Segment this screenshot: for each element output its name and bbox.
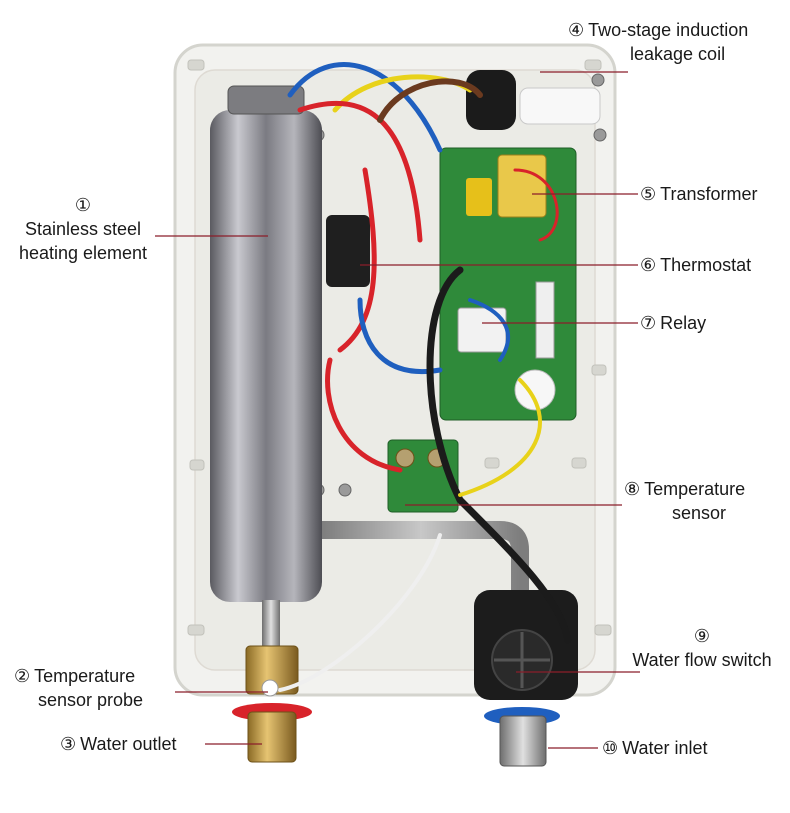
leakage-coil-block bbox=[519, 87, 601, 125]
inlet-thread bbox=[499, 715, 547, 767]
label-text-8b: sensor bbox=[672, 503, 727, 523]
leader-lines bbox=[155, 71, 640, 749]
heating-element-cylinder bbox=[210, 110, 322, 602]
label-number-5: ⑤ bbox=[640, 184, 657, 204]
label-text-7: Relay bbox=[660, 313, 707, 333]
label-water-flow-switch: ⑨ Water flow switch bbox=[620, 624, 784, 672]
label-number-9: ⑨ bbox=[693, 626, 711, 646]
mounting-holes bbox=[187, 59, 612, 636]
label-number-2: ② bbox=[14, 666, 31, 686]
outlet-thread bbox=[247, 711, 297, 763]
pcb-capacitor bbox=[466, 178, 492, 216]
connector-pipe bbox=[322, 521, 529, 590]
heating-element-stem bbox=[262, 600, 280, 652]
label-text-4a: Two-stage induction bbox=[588, 20, 749, 40]
label-text-2a: Temperature bbox=[34, 666, 136, 686]
label-number-8: ⑧ bbox=[624, 479, 641, 499]
temperature-probe-head bbox=[261, 679, 279, 697]
label-text-8a: Temperature bbox=[644, 479, 746, 499]
label-number-3: ③ bbox=[60, 734, 77, 754]
pcb-sensor-bulb bbox=[514, 369, 556, 411]
label-number-10: ⑩ bbox=[602, 738, 619, 758]
label-text-9: Water flow switch bbox=[632, 650, 772, 670]
thermostat-block bbox=[326, 215, 370, 287]
label-number-4: ④ bbox=[568, 20, 585, 40]
wiring bbox=[278, 62, 572, 692]
label-text-6: Thermostat bbox=[660, 255, 752, 275]
transformer-block bbox=[497, 154, 547, 218]
label-number-7: ⑦ bbox=[640, 313, 657, 333]
pcb-connector-strip bbox=[535, 281, 555, 359]
label-number-6: ⑥ bbox=[640, 255, 657, 275]
label-stainless-heating-element: ① Stainless steel heating element bbox=[8, 193, 158, 265]
label-text-2b: sensor probe bbox=[38, 690, 144, 710]
label-text-3: Water outlet bbox=[80, 734, 177, 754]
heating-element-cap bbox=[227, 85, 305, 115]
leakage-coil-ring bbox=[466, 70, 516, 130]
label-text-1b: heating element bbox=[18, 243, 148, 263]
label-text-5: Transformer bbox=[660, 184, 758, 204]
label-text-10: Water inlet bbox=[622, 738, 708, 758]
label-text-1a: Stainless steel bbox=[24, 219, 142, 239]
label-number-1: ① bbox=[74, 195, 92, 215]
label-text-4b: leakage coil bbox=[630, 44, 726, 64]
